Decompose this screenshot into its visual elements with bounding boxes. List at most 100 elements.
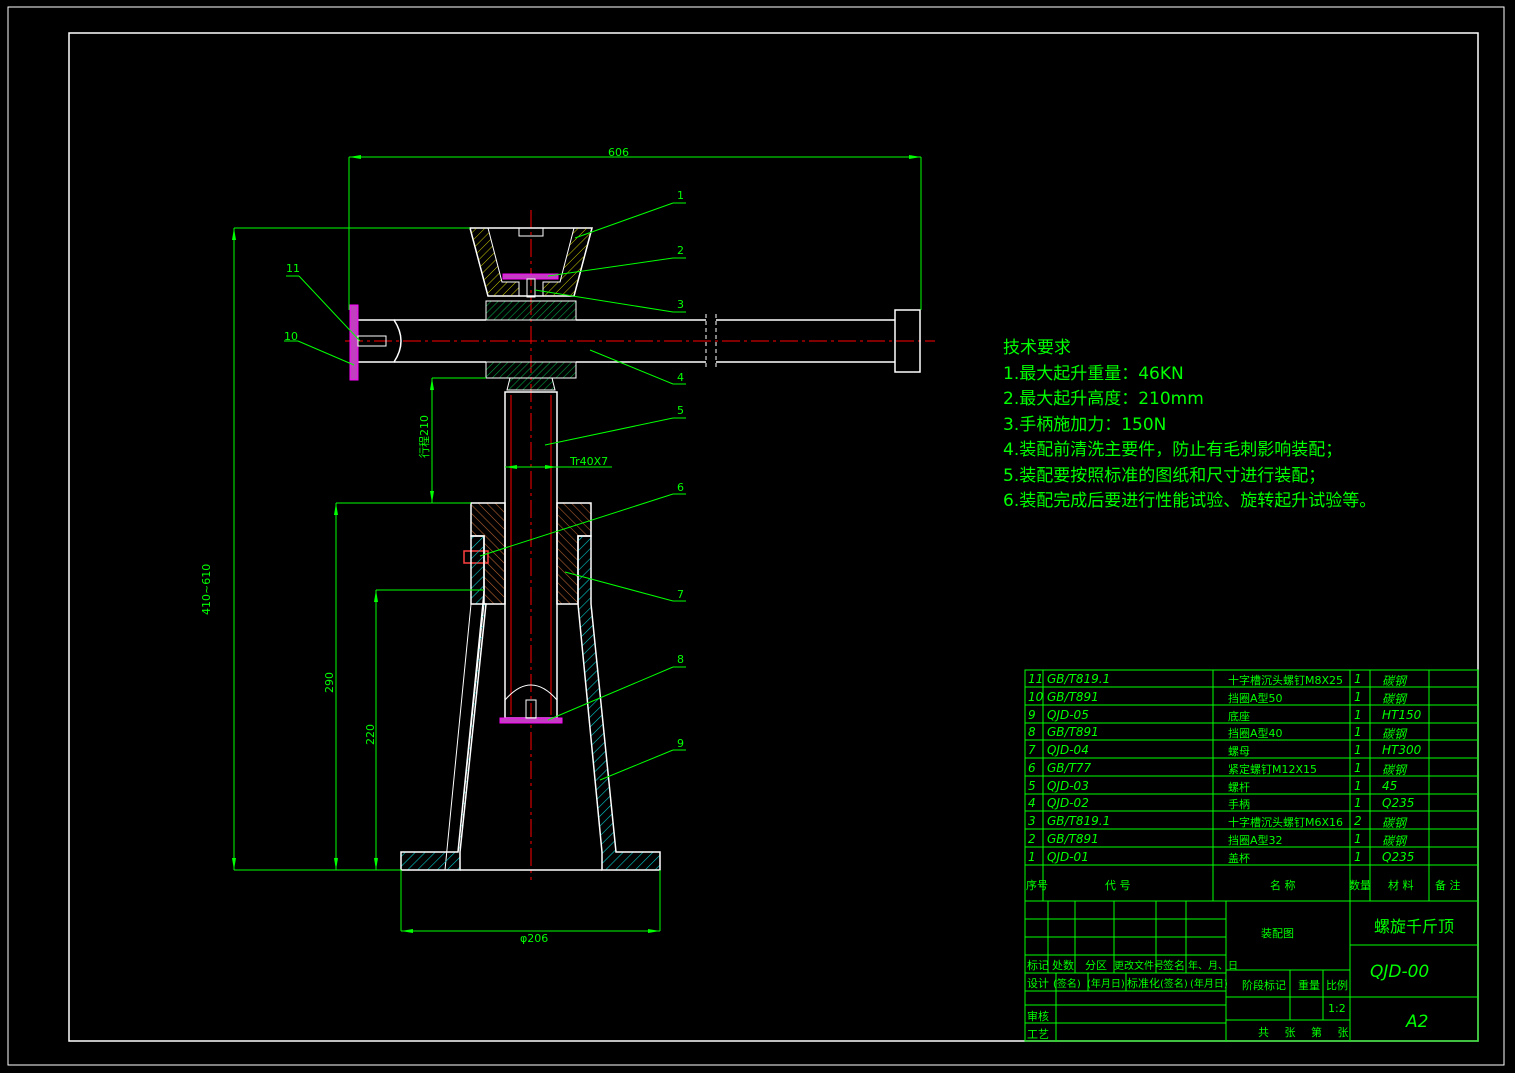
balloon-1: 1 [677,189,684,202]
label-sign-paren-2: (签名) [1160,979,1188,990]
parts-cell-material: 碳钢 [1382,834,1407,848]
header-note: 备 注 [1435,879,1461,892]
parts-cell-no: 8 [1028,725,1036,739]
parts-cell-name: 底座 [1228,710,1250,723]
parts-cell-no: 1 [1028,850,1036,864]
parts-cell-name: 紧定螺钉M12X15 [1228,763,1318,776]
label-ratio: 比例 [1326,979,1348,992]
parts-cell-material: 碳钢 [1382,692,1407,706]
header-code: 代 号 [1105,879,1131,892]
tech-requirements: 技术要求 1.最大起升重量：46KN 2.最大起升高度：210mm 3.手柄施加… [1003,336,1376,515]
label-date-paren-2: (年月日) [1190,979,1228,990]
parts-cell-material: Q235 [1382,796,1415,810]
handle [358,309,921,373]
label-count: 处数 [1052,959,1074,972]
parts-cell-material: 碳钢 [1382,816,1407,830]
parts-cell-qty: 1 [1354,796,1362,810]
label-zone: 分区 [1085,959,1107,972]
balloon-5: 5 [677,404,684,417]
tech-requirement-1: 1.最大起升重量：46KN [1003,363,1184,384]
parts-cell-qty: 1 [1354,743,1362,757]
parts-cell-name: 手柄 [1228,798,1250,811]
label-sign-paren: (签名) [1053,979,1081,990]
parts-cell-no: 10 [1028,690,1044,704]
tech-requirement-5: 5.装配要按照标准的图纸和尺寸进行装配； [1003,465,1326,486]
parts-cell-name: 挡圈A型40 [1228,727,1283,740]
parts-cell-no: 3 [1028,814,1036,828]
parts-cell-name: 螺母 [1228,745,1250,758]
parts-cell-code: QJD-05 [1047,708,1089,722]
balloon-6: 6 [677,481,684,494]
parts-cell-name: 十字槽沉头螺钉M8X25 [1228,674,1344,687]
parts-cell-code: GB/T891 [1047,690,1099,704]
drawing-frame [68,32,1479,1042]
parts-cell-qty: 1 [1354,850,1362,864]
parts-cell-no: 6 [1028,761,1036,775]
parts-cell-code: GB/T819.1 [1047,672,1111,686]
dim-base-diameter: φ206 [520,932,549,945]
drawing-number: QJD-00 [1370,962,1430,982]
screw-jack-assembly [232,155,935,933]
scale-value: 1:2 [1328,1002,1346,1015]
parts-cell-code: QJD-02 [1047,796,1089,810]
tech-requirement-4: 4.装配前清洗主要件，防止有毛刺影响装配； [1003,440,1343,460]
parts-cell-no: 11 [1028,672,1044,686]
parts-cell-qty: 2 [1354,814,1362,828]
parts-cell-name: 挡圈A型32 [1228,834,1283,847]
balloon-9: 9 [677,737,684,750]
header-name: 名 称 [1270,879,1296,892]
sheet-size: A2 [1406,1012,1429,1032]
screw-head-top [485,300,577,321]
parts-cell-material: 碳钢 [1382,727,1407,741]
parts-cell-name: 螺杆 [1228,781,1250,794]
parts-cell-qty: 1 [1354,761,1362,775]
balloon-11: 11 [286,262,300,275]
parts-cell-name: 盖杯 [1228,852,1250,865]
parts-cell-material: 碳钢 [1382,763,1407,777]
label-process: 工艺 [1027,1028,1049,1041]
parts-cell-code: GB/T891 [1047,725,1099,739]
tech-requirement-6: 6.装配完成后要进行性能试验、旋转起升试验等。 [1003,491,1377,511]
parts-cell-qty: 1 [1354,832,1362,846]
label-weight: 重量 [1298,979,1320,992]
parts-cell-no: 5 [1028,779,1036,793]
parts-cell-no: 4 [1028,796,1036,810]
balloon-4: 4 [677,371,684,384]
tech-requirement-2: 2.最大起升高度：210mm [1003,389,1204,409]
balloon-3: 3 [677,298,684,311]
handle-screw [357,335,387,347]
parts-cell-code: GB/T891 [1047,832,1099,846]
label-review: 审核 [1027,1010,1049,1023]
sheet-border [7,6,1505,1066]
parts-cell-material: Q235 [1382,850,1415,864]
parts-cell-no: 2 [1028,832,1036,846]
balloon-7: 7 [677,588,684,601]
parts-cell-qty: 1 [1354,672,1362,686]
header-material: 材 料 [1388,879,1414,892]
product-name: 螺旋千斤顶 [1374,917,1455,936]
label-standardize: 标准化 [1127,977,1160,990]
parts-cell-qty: 1 [1354,690,1362,704]
label-sign: 签名 [1163,959,1185,972]
label-change-doc: 更改文件号 [1114,961,1164,972]
parts-cell-name: 挡圈A型50 [1228,692,1283,705]
balloon-2: 2 [677,244,684,257]
drawing-kind: 装配图 [1261,927,1294,940]
parts-cell-material: HT150 [1382,708,1422,722]
label-date-paren: (年月日) [1087,979,1125,990]
parts-cell-qty: 1 [1354,779,1362,793]
parts-cell-qty: 1 [1354,708,1362,722]
balloon-8: 8 [677,653,684,666]
parts-cell-code: GB/T77 [1047,761,1092,775]
header-qty: 数量 [1349,879,1371,892]
parts-cell-no: 9 [1028,708,1036,722]
parts-cell-code: QJD-04 [1047,743,1089,757]
parts-cell-name: 十字槽沉头螺钉M6X16 [1228,816,1344,829]
parts-cell-code: QJD-03 [1047,779,1089,793]
label-design: 设计 [1027,977,1049,990]
label-mark: 标记 [1027,959,1049,972]
label-stage-mark: 阶段标记 [1242,979,1286,992]
label-date: 年、月、日 [1188,961,1238,972]
dim-handle-length: 606 [608,146,629,159]
